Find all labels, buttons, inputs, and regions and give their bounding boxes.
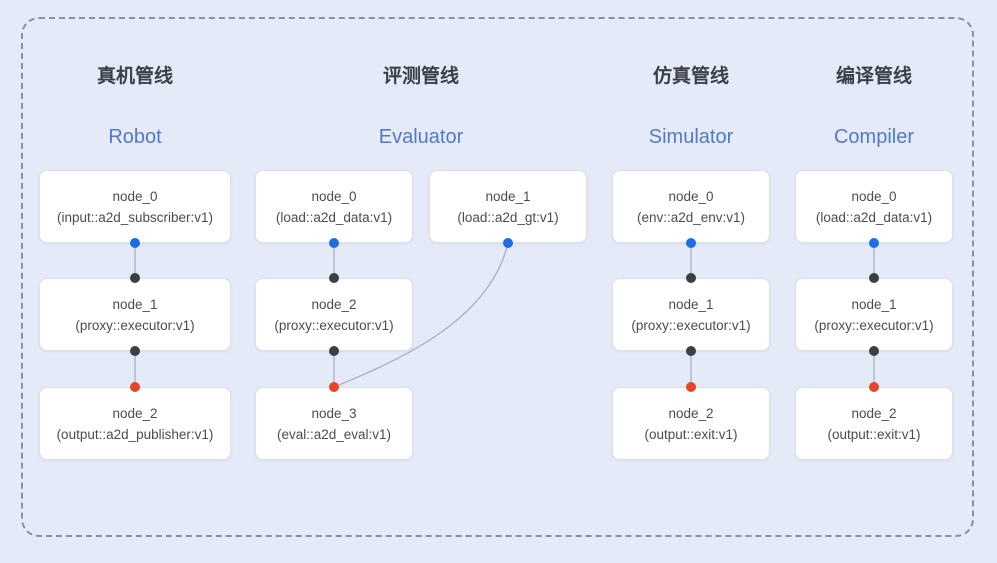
port-blue-bottom-dot (686, 238, 696, 248)
node-evaluator-node_2: node_2(proxy::executor:v1) (255, 278, 413, 351)
node-type-label: (proxy::executor:v1) (75, 317, 195, 333)
node-type-label: (output::exit:v1) (644, 426, 738, 442)
node-name-label: node_0 (851, 188, 897, 204)
node-name-label: node_0 (311, 188, 357, 204)
node-type-label: (load::a2d_data:v1) (275, 209, 393, 225)
node-type-label: (proxy::executor:v1) (631, 317, 751, 333)
node-evaluator-node_3: node_3(eval::a2d_eval:v1) (255, 387, 413, 460)
port-blue-bottom-dot (503, 238, 513, 248)
node-name-label: node_2 (851, 405, 897, 421)
port-red-top-dot (869, 382, 879, 392)
port-red-top-dot (130, 382, 140, 392)
port-red-top-dot (329, 382, 339, 392)
port-dark-bottom-dot (329, 346, 339, 356)
node-type-label: (env::a2d_env:v1) (636, 209, 746, 225)
port-blue-bottom-dot (130, 238, 140, 248)
node-type-label: (proxy::executor:v1) (274, 317, 394, 333)
port-dark-top-dot (686, 273, 696, 283)
node-type-label: (eval::a2d_eval:v1) (276, 426, 392, 442)
node-type-label: (load::a2d_gt:v1) (457, 209, 559, 225)
node-robot-node_1: node_1(proxy::executor:v1) (39, 278, 231, 351)
port-dark-bottom-dot (130, 346, 140, 356)
port-dark-bottom-dot (686, 346, 696, 356)
node-name-label: node_1 (668, 296, 714, 312)
node-name-label: node_2 (311, 296, 357, 312)
node-name-label: node_2 (112, 405, 158, 421)
port-dark-bottom-dot (869, 346, 879, 356)
node-name-label: node_0 (112, 188, 158, 204)
node-name-label: node_1 (851, 296, 897, 312)
node-compiler-node_1: node_1(proxy::executor:v1) (795, 278, 953, 351)
node-robot-node_2: node_2(output::a2d_publisher:v1) (39, 387, 231, 460)
node-evaluator-node_0: node_0(load::a2d_data:v1) (255, 170, 413, 243)
node-simulator-node_0: node_0(env::a2d_env:v1) (612, 170, 770, 243)
node-name-label: node_1 (485, 188, 531, 204)
node-type-label: (output::exit:v1) (827, 426, 921, 442)
node-simulator-node_2: node_2(output::exit:v1) (612, 387, 770, 460)
port-dark-top-dot (130, 273, 140, 283)
pipeline-title-en-simulator: Simulator (648, 126, 734, 148)
node-simulator-node_1: node_1(proxy::executor:v1) (612, 278, 770, 351)
node-compiler-node_0: node_0(load::a2d_data:v1) (795, 170, 953, 243)
pipeline-title-en-evaluator: Evaluator (378, 126, 464, 148)
pipeline-title-zh-robot: 真机管线 (96, 66, 174, 87)
port-blue-bottom-dot (329, 238, 339, 248)
node-name-label: node_2 (668, 405, 714, 421)
pipeline-title-en-compiler: Compiler (833, 126, 915, 148)
port-dark-top-dot (869, 273, 879, 283)
node-compiler-node_2: node_2(output::exit:v1) (795, 387, 953, 460)
dashed-frame (21, 17, 974, 537)
node-evaluator-node_1: node_1(load::a2d_gt:v1) (429, 170, 587, 243)
node-name-label: node_3 (311, 405, 357, 421)
pipeline-title-zh-simulator: 仿真管线 (652, 66, 730, 87)
pipeline-title-en-robot: Robot (108, 126, 162, 148)
port-red-top-dot (686, 382, 696, 392)
port-dark-top-dot (329, 273, 339, 283)
node-type-label: (proxy::executor:v1) (814, 317, 934, 333)
pipeline-title-zh-evaluator: 评测管线 (382, 66, 460, 87)
node-type-label: (load::a2d_data:v1) (815, 209, 933, 225)
node-name-label: node_0 (668, 188, 714, 204)
node-robot-node_0: node_0(input::a2d_subscriber:v1) (39, 170, 231, 243)
node-name-label: node_1 (112, 296, 158, 312)
node-type-label: (output::a2d_publisher:v1) (56, 426, 214, 442)
node-type-label: (input::a2d_subscriber:v1) (56, 209, 214, 225)
edge-curve (333, 242, 509, 388)
pipeline-title-zh-compiler: 编译管线 (835, 66, 913, 87)
port-blue-bottom-dot (869, 238, 879, 248)
